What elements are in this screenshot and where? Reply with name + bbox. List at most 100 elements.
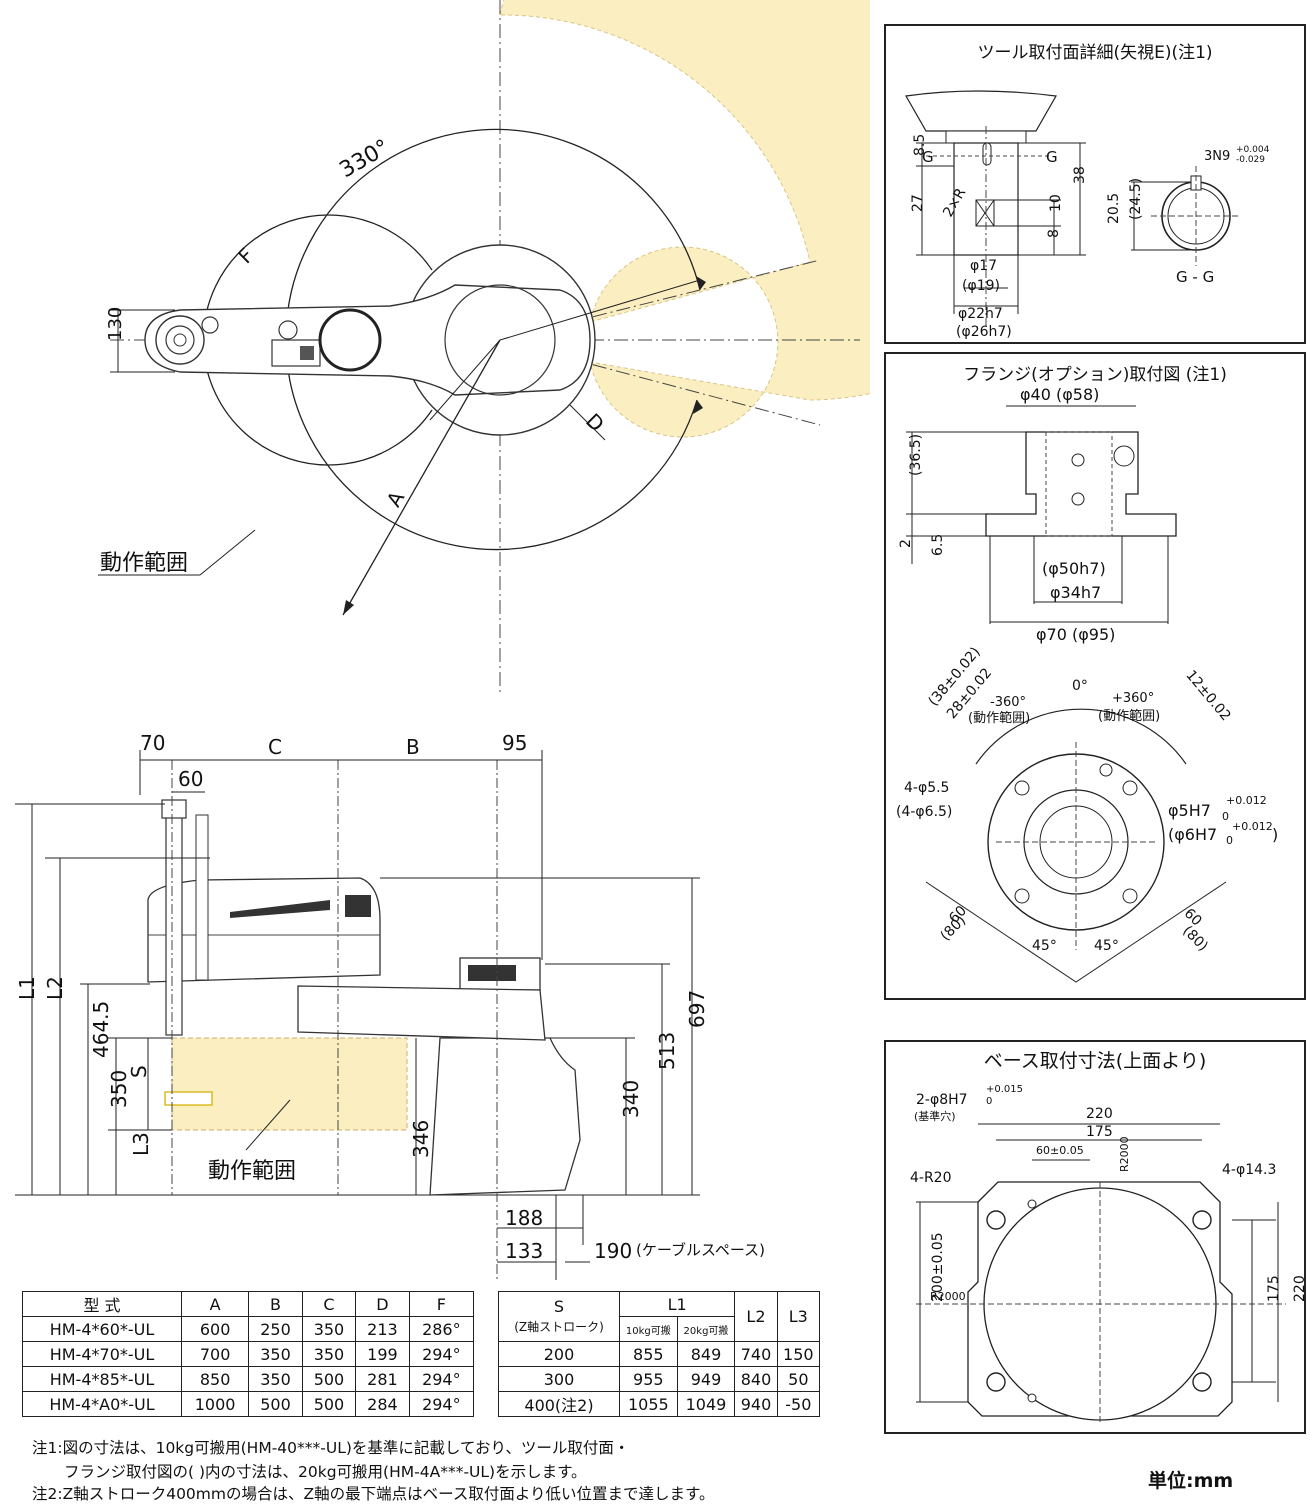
dim-20-5: 20.5 — [1106, 193, 1122, 224]
table-header: C — [301, 1291, 357, 1317]
table-cell: 500 — [301, 1391, 357, 1417]
dim-60: 60 — [178, 767, 203, 791]
table-cell: 500 — [248, 1391, 303, 1417]
tol-015: +0.015 — [986, 1084, 1023, 1095]
table-cell: 955 — [619, 1366, 678, 1392]
dim-B: B — [406, 735, 420, 759]
tool-detail-panel: ツール取付面詳細(矢視E)(注1) G G 8.5 27 2×R 10 8 38… — [884, 24, 1306, 344]
side-view-drawing: 70 60 C B 95 L1 L2 464.5 350 S L3 346 34… — [15, 731, 765, 1280]
dim-27: 27 — [910, 194, 926, 212]
dim-175-v: 175 — [1266, 1275, 1282, 1302]
table-header: 型 式 — [22, 1291, 182, 1317]
dim-95: 95 — [502, 731, 527, 755]
table-cell: 50 — [776, 1366, 821, 1392]
dim-2: 2 — [898, 539, 914, 548]
tol-012: +0.012 — [1226, 794, 1267, 807]
dim-24-5: (24.5) — [1128, 178, 1144, 220]
dim-190: 190 — [594, 1239, 632, 1263]
dim-phi5H7: φ5H7 — [1168, 801, 1211, 820]
table-cell: 300 — [498, 1366, 620, 1392]
dim-200-005: 200±0.05 — [930, 1232, 946, 1302]
robot-base-side — [429, 1037, 581, 1196]
cable-space-label: (ケーブルスペース) — [636, 1241, 765, 1259]
dim-m360: -360° — [990, 695, 1026, 710]
table-cell: 200 — [498, 1341, 620, 1367]
dim-phi6H7-close: ) — [1272, 825, 1278, 844]
top-range-label: 動作範囲 — [100, 551, 188, 576]
label-D: D — [581, 409, 609, 437]
dim-220-h: 220 — [1086, 1106, 1113, 1122]
dim-45b: 45° — [1094, 938, 1119, 954]
dim-60-005: 60±0.05 — [1036, 1144, 1084, 1157]
table-cell: 150 — [776, 1341, 821, 1367]
table-cell: 294° — [408, 1391, 475, 1417]
dim-45a: 45° — [1032, 938, 1057, 954]
table-cell: 740 — [734, 1341, 778, 1367]
table-cell: HM-4*85*-UL — [22, 1366, 182, 1392]
dim-p360: +360° — [1112, 691, 1154, 706]
dim-175-h: 175 — [1086, 1124, 1113, 1140]
dim-8-5: 8.5 — [912, 134, 928, 156]
tool-panel-title: ツール取付面詳細(矢視E)(注1) — [977, 43, 1213, 63]
flange-panel-title: フランジ(オプション)取付図 (注1) — [963, 365, 1227, 385]
dim-130: 130 — [105, 307, 126, 341]
table-cell: 294° — [408, 1341, 475, 1367]
dim-8: 8 — [1046, 229, 1062, 238]
header-S2: (Z軸ストローク) — [514, 1319, 604, 1334]
table-cell: 350 — [248, 1341, 303, 1367]
table-cell: 213 — [355, 1316, 410, 1342]
table-cell: 284 — [355, 1391, 410, 1417]
table-header: D — [355, 1291, 410, 1317]
table-cell: 850 — [180, 1366, 250, 1392]
dim-220-v: 220 — [1292, 1275, 1304, 1302]
table-cell: 400(注2) — [498, 1391, 620, 1417]
tol-0: 0 — [1222, 810, 1229, 823]
dim-4-phi5-5: 4-φ5.5 — [904, 780, 949, 796]
robot-arm-side — [147, 877, 381, 983]
side-range-area — [171, 1037, 408, 1131]
dim-R2000-b: R2000 — [930, 1290, 966, 1303]
header-S: S — [553, 1296, 565, 1316]
dim-12: 12±0.02 — [1182, 667, 1233, 724]
table-cell: 855 — [619, 1341, 678, 1367]
base-panel-title: ベース取付寸法(上面より) — [983, 1050, 1207, 1072]
base-panel: ベース取付寸法(上面より) 2-φ8H7 +0.015 0 (基準穴) 220 … — [884, 1040, 1306, 1434]
table-header: L3 — [776, 1291, 821, 1342]
dim-340: 340 — [619, 1080, 643, 1118]
table-cell: HM-4*60*-UL — [22, 1316, 182, 1342]
dim-133: 133 — [505, 1239, 543, 1263]
tol-0-base: 0 — [986, 1096, 992, 1107]
dim-phi22: φ22h7 — [958, 306, 1003, 322]
table-row: 10kg可搬 20kg可搬 — [499, 1316, 820, 1342]
table-row: S (Z軸ストローク) L1 L2 L3 — [498, 1291, 821, 1342]
dim-4-phi14-3: 4-φ14.3 — [1222, 1162, 1276, 1178]
table-cell: 350 — [301, 1316, 357, 1342]
table-header: B — [248, 1291, 303, 1317]
table-cell: 940 — [734, 1391, 778, 1417]
side-range-label: 動作範囲 — [208, 1159, 296, 1184]
note-1: 注1:図の寸法は、10kg可搬用(HM-40***-UL)を基準に記載しており、… — [32, 1439, 630, 1457]
top-view-drawing: 130 330° F A D 動作範囲 — [98, 0, 870, 695]
dim-phi50: (φ50h7) — [1042, 559, 1106, 578]
table-cell: 250 — [248, 1316, 303, 1342]
dim-L3: L3 — [129, 1132, 153, 1156]
dim-phi17: φ17 — [970, 258, 997, 274]
table-cell: 849 — [676, 1341, 736, 1367]
dim-346: 346 — [409, 1120, 433, 1158]
dim-80b: (80) — [1179, 923, 1211, 955]
dim-70: 70 — [140, 731, 165, 755]
dim-697: 697 — [685, 990, 709, 1028]
table-cell: 350 — [301, 1341, 357, 1367]
table-row: 型 式 A B C D F — [22, 1291, 475, 1317]
table-cell: 500 — [301, 1366, 357, 1392]
dim-phi6H7: (φ6H7 — [1168, 825, 1217, 844]
label-ref-hole: (基準穴) — [914, 1109, 956, 1123]
table-cell: 1000 — [180, 1391, 250, 1417]
table-cell: 1049 — [676, 1391, 736, 1417]
dim-phi19: (φ19) — [962, 278, 1000, 294]
